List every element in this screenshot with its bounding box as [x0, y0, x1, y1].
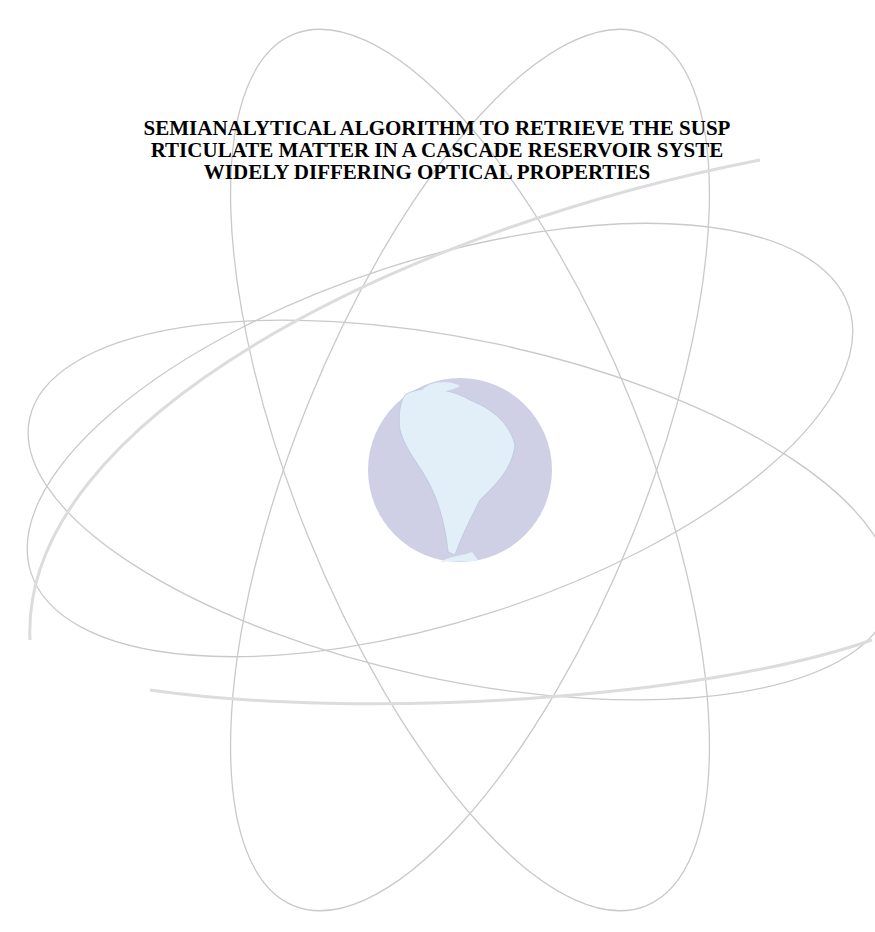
title-line: SEMIANALYTICAL ALGORITHM TO RETRIEVE THE… — [144, 117, 731, 139]
title-line: RTICULATE MATTER IN A CASCADE RESERVOIR … — [151, 139, 724, 161]
swoosh — [150, 640, 872, 704]
globe — [368, 378, 552, 562]
swoosh — [30, 160, 760, 640]
orbit — [0, 136, 875, 744]
orbit — [132, 0, 809, 932]
orbit — [132, 0, 809, 932]
orbit — [0, 252, 875, 768]
title-line: WIDELY DIFFERING OPTICAL PROPERTIES — [204, 161, 650, 183]
